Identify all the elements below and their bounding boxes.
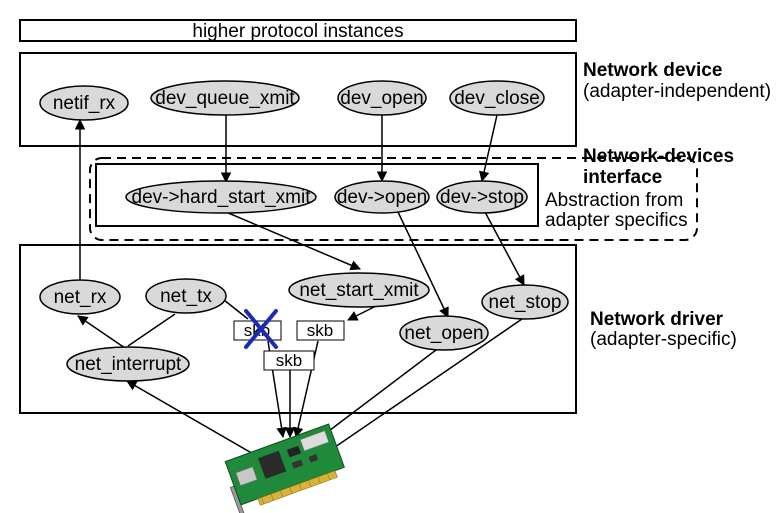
interface-note-line1: Abstraction from [545,190,683,211]
interface-title-line2: interface [583,167,662,188]
node-dev-stop-ptr-label: dev->stop [440,187,524,208]
network-device-title: Network device [583,60,722,81]
node-dev-open-ptr-label: dev->open [337,187,427,208]
line-nettx-to-skb [223,299,249,320]
arrow-card-to-interrupt [126,380,256,456]
node-dev-stop-ptr [436,180,528,214]
arrow-hardstart-to-startxmit [225,211,361,271]
node-hard-start-xmit [125,180,317,214]
arrow-devstop-to-netstop [484,211,525,286]
higher-protocol-bar [19,19,577,42]
node-net-rx-label: net_rx [54,287,107,308]
node-net-rx [39,279,121,315]
arrow-startxmit-to-skb [347,305,377,321]
node-dev-open-label: dev_open [340,88,423,109]
node-net-stop [481,284,569,320]
skb-buffer-lower-label: skb [276,351,302,370]
node-dev-queue-xmit-label: dev_queue_xmit [155,88,295,109]
node-netif-rx-label: netif_rx [53,93,116,114]
skb-buffer-lower [263,350,315,371]
network-driver-subtitle: (adapter-specific) [590,329,737,350]
node-dev-close-label: dev_close [454,88,540,109]
skb-buffer-right [296,320,345,341]
node-dev-close [449,80,545,116]
node-dev-open-ptr [334,180,430,214]
node-net-interrupt [66,346,190,382]
skb-buffer-right-label: skb [307,321,333,340]
network-card-icon [224,423,345,513]
line-card-to-netstop [321,318,523,457]
arrow-interrupt-to-netrx [77,315,126,349]
node-net-open [399,315,489,351]
node-dev-queue-xmit [150,80,300,116]
node-net-start-xmit [288,272,430,308]
node-net-start-xmit-label: net_start_xmit [299,280,419,301]
interface-dashed-region [89,157,698,241]
higher-protocol-label: higher protocol instances [192,21,403,42]
interface-title-line1: Network-devices [583,146,734,167]
node-hard-start-xmit-label: dev->hard_start_xmit [132,187,312,208]
arrow-close-to-devstop [478,114,498,183]
cross-mark-icon [244,309,278,349]
line-interrupt-to-nettx [127,313,176,347]
arrow-devopen-to-netopen [397,211,449,318]
network-device-subtitle: (adapter-independent) [583,81,771,102]
node-net-tx-label: net_tx [160,286,212,307]
node-net-open-label: net_open [404,323,483,344]
interface-note-line2: adapter specifics [545,210,688,231]
node-netif-rx [39,85,129,121]
network-driver-title: Network driver [590,309,724,330]
node-dev-open [337,80,427,116]
node-net-interrupt-label: net_interrupt [75,354,182,375]
node-net-stop-label: net_stop [489,292,562,313]
node-net-tx [145,278,227,314]
